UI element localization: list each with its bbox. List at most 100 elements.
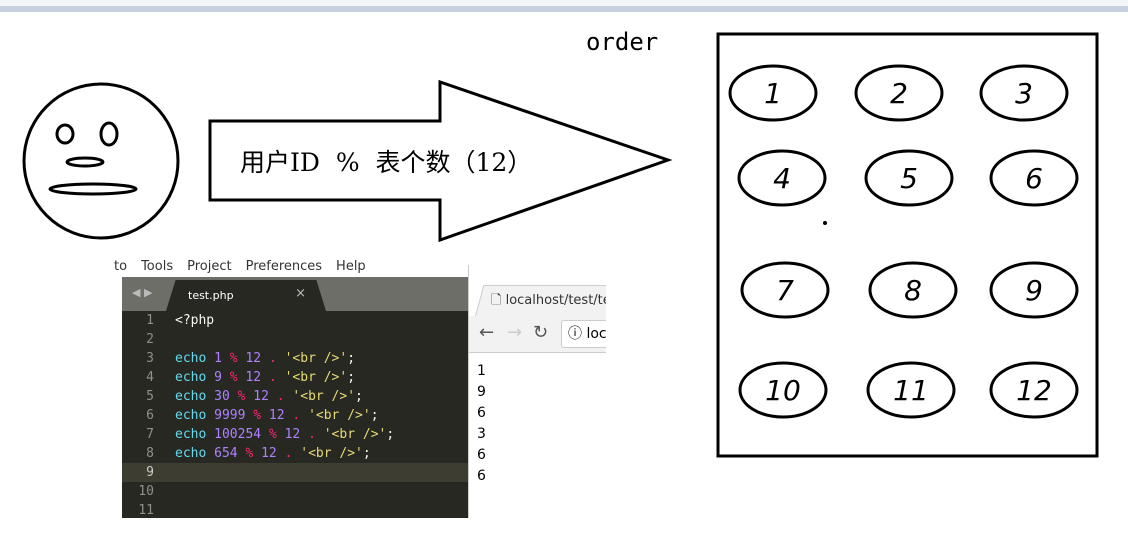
window-top-bar	[0, 6, 1128, 12]
code-token: %	[229, 351, 238, 366]
table-oval	[864, 149, 954, 207]
table-oval	[737, 149, 827, 207]
tab-test-php[interactable]: test.php ×	[166, 280, 326, 311]
code-token: '<br />'	[276, 351, 348, 366]
code-token: echo	[175, 351, 207, 366]
user-face	[22, 82, 180, 240]
right-eye	[99, 121, 119, 147]
code-line[interactable]: 11	[122, 501, 468, 518]
editor-menu-bar: to Tools Project Preferences Help	[110, 259, 366, 274]
address-bar[interactable]: ⓘ loc	[561, 320, 606, 348]
table-oval	[979, 64, 1069, 122]
code-token: .	[268, 351, 277, 366]
code-text: echo 100254 % 12 . '<br />';	[175, 425, 394, 444]
window-top-strip	[0, 0, 1128, 6]
table-number: 9	[1025, 274, 1043, 307]
line-number: 7	[146, 427, 154, 442]
table-number: 3	[1015, 77, 1033, 110]
reload-icon[interactable]: ↻	[533, 322, 549, 343]
table-number: 7	[776, 274, 794, 307]
table-oval	[854, 64, 944, 122]
code-token: .	[268, 370, 277, 385]
code-token: echo	[175, 408, 207, 423]
table-number: 11	[893, 374, 929, 407]
code-token: ;	[347, 351, 356, 366]
code-token: .	[308, 427, 316, 442]
code-token: 12	[253, 446, 285, 461]
code-token: .	[292, 408, 301, 423]
nose	[65, 156, 105, 168]
code-token: .	[284, 446, 293, 461]
code-line[interactable]: 7 echo 100254 % 12 . '<br />';	[122, 425, 468, 444]
code-text: echo 1 % 12 . '<br />';	[175, 349, 355, 368]
code-token: 100254	[206, 427, 269, 442]
line-number: 4	[146, 370, 154, 385]
code-text: echo 9 % 12 . '<br />';	[175, 368, 355, 387]
menu-item-project[interactable]: Project	[187, 259, 232, 274]
output-line: 1	[477, 363, 486, 379]
table-oval	[989, 149, 1079, 207]
code-token: ;	[386, 427, 395, 442]
code-token: '<br />'	[276, 370, 348, 385]
code-line[interactable]: 8 echo 654 % 12 . '<br />';	[122, 444, 468, 463]
face-outline	[22, 82, 180, 240]
code-text: echo 9999 % 12 . '<br />';	[175, 406, 379, 425]
forward-icon[interactable]: →	[507, 322, 523, 343]
code-token: %	[237, 389, 246, 404]
line-number: 9	[146, 465, 154, 480]
menu-item-tools[interactable]: Tools	[141, 259, 174, 274]
tab-title-text: localhost/test/te	[505, 293, 606, 308]
code-token: '<br />'	[315, 427, 387, 442]
code-token: echo	[175, 427, 207, 442]
code-token: %	[229, 370, 238, 385]
browser-toolbar: ← → ↻ ⓘ loc	[469, 316, 606, 353]
menu-item-preferences[interactable]: Preferences	[245, 259, 323, 274]
code-token: %	[268, 427, 277, 442]
code-token: '<br />'	[284, 389, 356, 404]
code-text: echo 654 % 12 . '<br />';	[175, 444, 371, 463]
code-token: echo	[175, 389, 207, 404]
order-label: order	[586, 28, 659, 56]
code-token: 12	[237, 370, 269, 385]
code-text: <?php	[175, 311, 214, 330]
back-icon[interactable]: ←	[479, 322, 495, 343]
menu-item[interactable]: to	[114, 259, 128, 274]
menu-item-help[interactable]: Help	[336, 259, 366, 274]
code-token: '<br />'	[292, 446, 363, 461]
code-token: 9	[206, 370, 230, 385]
mouth	[48, 182, 138, 196]
code-line[interactable]: 2	[122, 330, 468, 349]
tab-nav-arrows-icon[interactable]: ◀ ▶	[132, 286, 153, 299]
table-number: 5	[900, 162, 918, 195]
line-number: 8	[146, 446, 154, 461]
code-token: .	[276, 389, 285, 404]
code-token: 30	[206, 389, 238, 404]
code-line[interactable]: 9	[122, 463, 468, 482]
table-number: 6	[1025, 162, 1043, 195]
code-token: 1	[206, 351, 230, 366]
table-oval	[989, 361, 1079, 419]
code-line[interactable]: 4 echo 9 % 12 . '<br />';	[122, 368, 468, 387]
code-line[interactable]: 1<?php	[122, 311, 468, 330]
code-token: 12	[237, 351, 269, 366]
table-number: 1	[764, 77, 782, 110]
browser-tab-title[interactable]: 🗋 localhost/test/te	[491, 291, 606, 313]
output-line: 3	[477, 426, 486, 442]
line-number: 11	[138, 503, 154, 518]
table-number: 4	[773, 162, 791, 195]
table-number: 2	[890, 77, 908, 110]
table-number: 10	[765, 374, 801, 407]
table-box	[716, 32, 1099, 458]
code-token: %	[253, 408, 262, 423]
code-text: echo 30 % 12 . '<br />';	[175, 387, 363, 406]
close-icon[interactable]: ×	[295, 286, 306, 301]
code-line[interactable]: 10	[122, 482, 468, 501]
